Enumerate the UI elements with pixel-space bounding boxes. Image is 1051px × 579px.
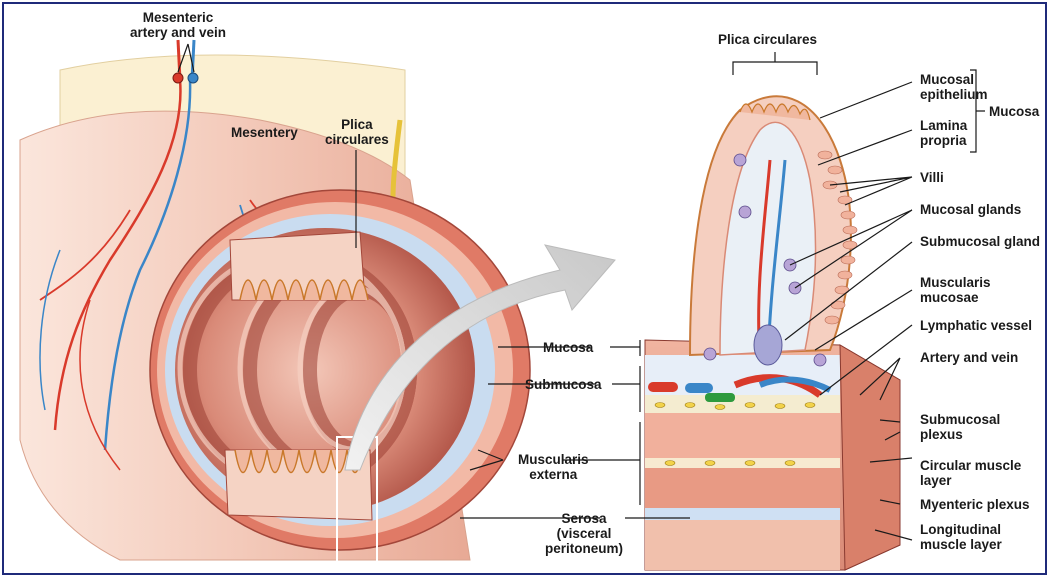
mucosa-mid-label: Mucosa	[543, 340, 593, 355]
mucosal-glands-label: Mucosal glands	[920, 202, 1021, 217]
mesentery-label: Mesentery	[231, 125, 298, 140]
artery-and-vein-label: Artery and vein	[920, 350, 1018, 365]
plica-circulares-top-label: Plica circulares	[718, 32, 817, 47]
villi-label: Villi	[920, 170, 944, 185]
myenteric-plexus-label: Myenteric plexus	[920, 497, 1030, 512]
mucosa-bracket-label: Mucosa	[989, 104, 1039, 119]
intestine-segment	[20, 40, 530, 569]
lymphatic-vessel-label: Lymphatic vessel	[920, 318, 1032, 333]
tissue-block	[645, 96, 900, 570]
submucosa-mid-label: Submucosa	[525, 377, 602, 392]
submucosal-gland-label: Submucosal gland	[920, 234, 1040, 249]
